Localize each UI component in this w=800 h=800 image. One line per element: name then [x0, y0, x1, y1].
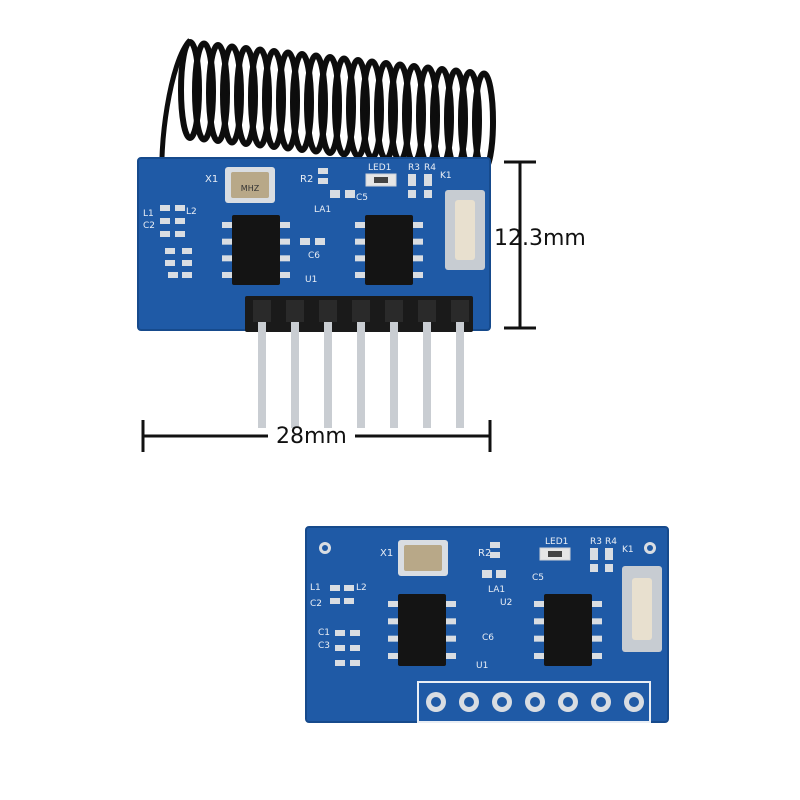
- label-c6: C6: [308, 251, 320, 261]
- chip-u2-bottom: [534, 594, 602, 666]
- label-c3-bottom: C3: [318, 641, 330, 651]
- chip-u1: [222, 215, 290, 285]
- pin-header: [245, 296, 473, 428]
- label-c6-bottom: C6: [482, 633, 494, 643]
- label-r2-bottom: R2: [478, 548, 491, 559]
- height-dimension: [504, 160, 536, 330]
- label-c5: C5: [356, 193, 368, 203]
- chip-u1-bottom: [388, 594, 456, 666]
- label-l2: L2: [186, 207, 197, 217]
- label-x1: X1: [205, 174, 218, 185]
- label-r4: R4: [424, 163, 436, 173]
- width-dimension: [141, 420, 492, 452]
- bottom-module: X1 R2 LED1 R3 R4 K1 C5 LA1 L1 L2 C2 C1 C…: [305, 526, 669, 723]
- height-label: 12.3mm: [494, 226, 586, 251]
- label-u2-bottom: U2: [500, 598, 512, 608]
- label-u1: U1: [305, 275, 317, 285]
- label-u1-bottom: U1: [476, 661, 488, 671]
- label-r2: R2: [300, 174, 313, 185]
- label-c2-bottom: C2: [310, 599, 322, 609]
- top-module: MHZ X1 R2 LED1 R3 R4 K1 C5 LA1 L1 L2 C2 …: [137, 38, 536, 452]
- crystal-marking: MHZ: [241, 184, 260, 193]
- label-l1: L1: [143, 209, 154, 219]
- label-la1-bottom: LA1: [488, 585, 505, 595]
- label-k1: K1: [440, 171, 452, 181]
- label-r3-bottom: R3: [590, 537, 602, 547]
- label-k1-bottom: K1: [622, 545, 634, 555]
- chip-u2: [355, 215, 423, 285]
- label-r3: R3: [408, 163, 420, 173]
- label-l2-bottom: L2: [356, 583, 367, 593]
- label-led1: LED1: [368, 163, 391, 173]
- push-button: [445, 190, 485, 270]
- width-label: 28mm: [276, 424, 347, 449]
- label-r4-bottom: R4: [605, 537, 617, 547]
- label-l1-bottom: L1: [310, 583, 321, 593]
- label-c1-bottom: C1: [318, 628, 330, 638]
- label-x1-bottom: X1: [380, 548, 393, 559]
- label-la1: LA1: [314, 205, 331, 215]
- label-c5-bottom: C5: [532, 573, 544, 583]
- label-c2: C2: [143, 221, 155, 231]
- label-led1-bottom: LED1: [545, 537, 568, 547]
- push-button-bottom: [622, 566, 662, 652]
- pin-pads-bottom: [417, 681, 651, 723]
